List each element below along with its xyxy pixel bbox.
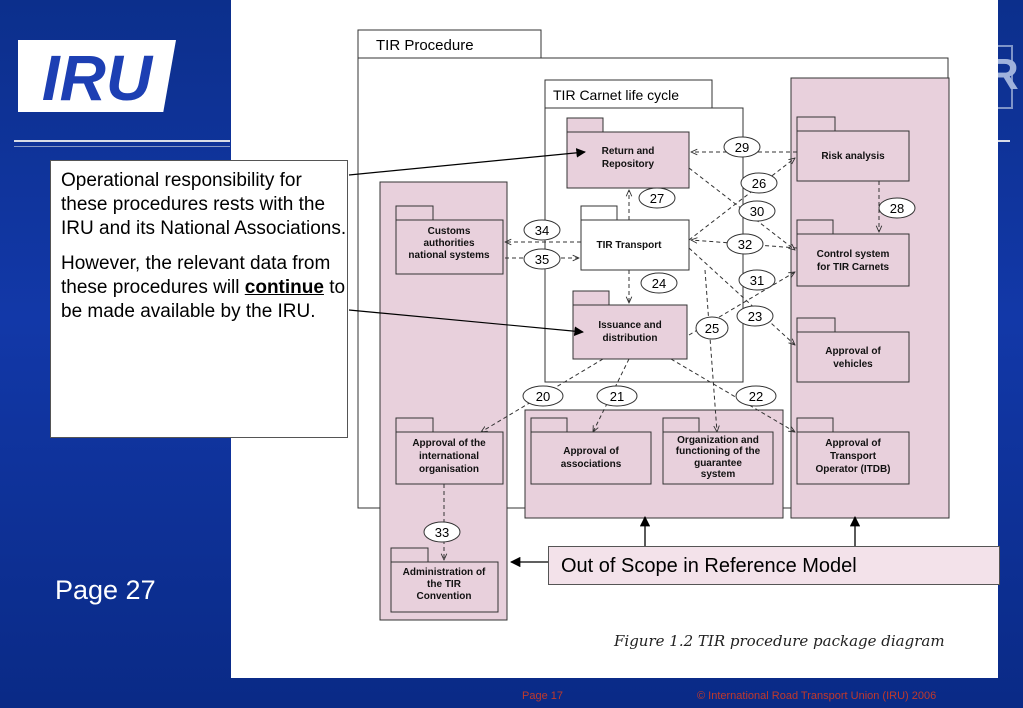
svg-text:associations: associations xyxy=(561,459,622,470)
label-27: 27 xyxy=(638,187,676,209)
svg-text:Approval of: Approval of xyxy=(825,346,881,357)
svg-text:27: 27 xyxy=(650,191,664,206)
label-32: 32 xyxy=(726,233,764,255)
svg-text:26: 26 xyxy=(752,176,766,191)
svg-text:Customs: Customs xyxy=(428,226,471,237)
out-of-scope-label: Out of Scope in Reference Model xyxy=(548,546,1000,585)
procedure-tab-label: TIR Procedure xyxy=(376,37,474,54)
svg-text:32: 32 xyxy=(738,237,752,252)
svg-text:31: 31 xyxy=(750,273,764,288)
svg-text:vehicles: vehicles xyxy=(833,359,873,370)
svg-text:Transport: Transport xyxy=(830,451,877,462)
svg-text:Control system: Control system xyxy=(817,249,890,260)
svg-text:Risk analysis: Risk analysis xyxy=(821,151,885,162)
footer-page: Page 17 xyxy=(522,690,563,702)
callout-arrows xyxy=(348,148,586,336)
label-35: 35 xyxy=(523,248,561,270)
svg-text:29: 29 xyxy=(735,140,749,155)
package-approval-associations: Approval of associations xyxy=(530,417,652,485)
label-26: 26 xyxy=(740,172,778,194)
iru-logo-text: IRU xyxy=(42,42,154,112)
label-20: 20 xyxy=(522,385,564,407)
tir-package-diagram: TIR Procedure TIR Carnet life cycle Retu… xyxy=(348,29,950,650)
header-line-left-bottom xyxy=(14,146,230,147)
figure-caption: Figure 1.2 TIR procedure package diagram xyxy=(613,632,945,650)
svg-text:national systems: national systems xyxy=(408,250,490,261)
svg-text:authorities: authorities xyxy=(423,238,475,249)
svg-text:24: 24 xyxy=(652,276,666,291)
page-number-label: Page 27 xyxy=(55,575,156,605)
label-33: 33 xyxy=(423,521,461,543)
svg-text:Approval of the: Approval of the xyxy=(412,438,486,449)
svg-text:33: 33 xyxy=(435,525,449,540)
label-31: 31 xyxy=(738,269,776,291)
callout-text-box: Operational responsibility for these pro… xyxy=(50,160,348,438)
footer-copyright: © International Road Transport Union (IR… xyxy=(697,690,937,702)
svg-text:Convention: Convention xyxy=(417,591,472,602)
svg-text:Organization and: Organization and xyxy=(677,435,759,446)
procedure-tab xyxy=(357,29,542,59)
package-return-repository: Return and Repository xyxy=(566,117,690,189)
svg-text:Repository: Repository xyxy=(602,159,655,170)
svg-text:21: 21 xyxy=(610,389,624,404)
svg-text:35: 35 xyxy=(535,252,549,267)
svg-text:distribution: distribution xyxy=(603,333,658,344)
package-control-system: Control system for TIR Carnets xyxy=(796,219,910,287)
iru-logo: IRU xyxy=(18,40,176,112)
svg-text:25: 25 xyxy=(705,321,719,336)
svg-text:30: 30 xyxy=(750,204,764,219)
callout-paragraph-2: However, the relevant data from these pr… xyxy=(61,253,346,322)
package-issuance-distribution: Issuance and distribution xyxy=(572,290,688,360)
scope-arrows xyxy=(509,515,861,568)
svg-text:system: system xyxy=(701,469,736,480)
svg-text:guarantee: guarantee xyxy=(694,458,742,469)
label-23: 23 xyxy=(736,305,774,327)
callout-emphasis: continue xyxy=(244,277,324,298)
package-approval-intl-org: Approval of the international organisati… xyxy=(395,417,504,485)
label-28: 28 xyxy=(878,197,916,219)
label-21: 21 xyxy=(596,385,638,407)
svg-text:34: 34 xyxy=(535,223,549,238)
svg-text:22: 22 xyxy=(749,389,763,404)
svg-text:organisation: organisation xyxy=(419,464,479,475)
svg-text:Administration of: Administration of xyxy=(403,567,486,578)
svg-text:Approval of: Approval of xyxy=(825,438,881,449)
package-approval-vehicles: Approval of vehicles xyxy=(796,317,910,383)
svg-text:for TIR Carnets: for TIR Carnets xyxy=(817,262,890,273)
callout-paragraph-1: Operational responsibility for these pro… xyxy=(61,170,347,239)
svg-text:28: 28 xyxy=(890,201,904,216)
label-29: 29 xyxy=(723,136,761,158)
svg-text:functioning of the: functioning of the xyxy=(676,446,761,457)
package-administration-tir: Administration of the TIR Convention xyxy=(390,547,499,613)
svg-text:Issuance and: Issuance and xyxy=(598,320,661,331)
svg-text:Approval of: Approval of xyxy=(563,446,619,457)
svg-text:Return and: Return and xyxy=(602,146,655,157)
svg-text:the TIR: the TIR xyxy=(427,579,462,590)
svg-text:Operator (ITDB): Operator (ITDB) xyxy=(816,464,891,475)
label-22: 22 xyxy=(735,385,777,407)
package-risk-analysis: Risk analysis xyxy=(796,116,910,182)
lifecycle-tab-label: TIR Carnet life cycle xyxy=(553,87,679,103)
package-tir-transport: TIR Transport xyxy=(580,205,690,271)
svg-text:TIR Transport: TIR Transport xyxy=(596,240,662,251)
package-approval-transport-operator: Approval of Transport Operator (ITDB) xyxy=(796,417,910,485)
label-25: 25 xyxy=(695,316,729,340)
svg-text:20: 20 xyxy=(536,389,550,404)
label-24: 24 xyxy=(640,272,678,294)
package-customs-authorities: Customs authorities national systems xyxy=(395,205,504,275)
svg-text:international: international xyxy=(419,451,479,462)
label-34: 34 xyxy=(523,219,561,241)
svg-text:23: 23 xyxy=(748,309,762,324)
header-line-right xyxy=(998,140,1010,142)
package-guarantee-system: Organization and functioning of the guar… xyxy=(662,417,774,485)
header-line-left-top xyxy=(14,140,230,142)
label-30: 30 xyxy=(738,200,776,222)
